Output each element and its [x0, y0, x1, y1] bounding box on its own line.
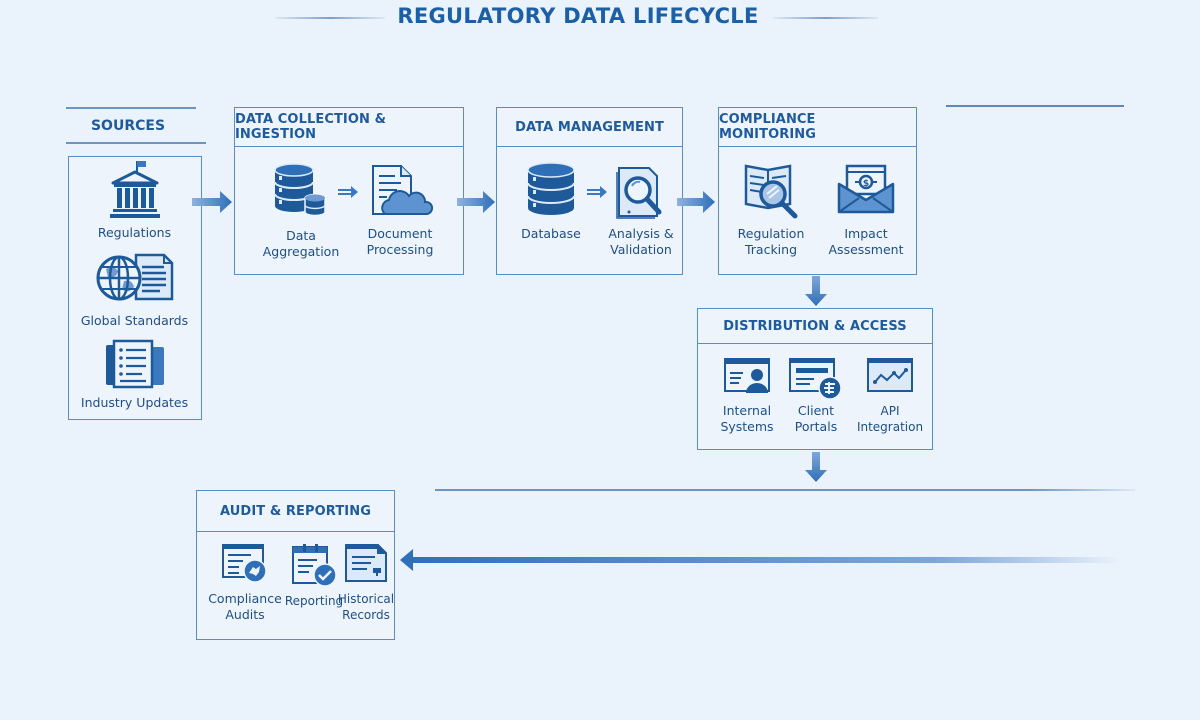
- flow-arrow-left: [400, 549, 1120, 571]
- item-label: Database: [521, 226, 581, 241]
- book-magnifier-icon: [744, 164, 798, 219]
- audit-reporting[interactable]: Reporting: [279, 543, 349, 609]
- distribution-title: DISTRIBUTION & ACCESS: [698, 309, 932, 344]
- flow-arrow-down: [805, 452, 827, 482]
- window-portal-icon: [789, 358, 842, 400]
- divider-line: [435, 489, 1135, 491]
- divider-line: [946, 105, 1124, 107]
- flow-arrow-right: [192, 191, 234, 213]
- item-label: Analysis &Validation: [608, 226, 674, 257]
- source-regulations[interactable]: Regulations: [69, 157, 200, 241]
- sources-bottom-rule: [66, 142, 206, 144]
- flow-arrow-down: [805, 276, 827, 306]
- item-label: Industry Updates: [80, 395, 189, 410]
- window-chart-icon: [867, 358, 913, 392]
- inner-arrow-icon: [338, 184, 360, 203]
- globe-document-icon: [96, 253, 173, 301]
- title-rule-left: [275, 17, 385, 19]
- database-icon: [527, 162, 575, 215]
- flow-arrow-right: [677, 191, 717, 213]
- sources-top-rule: [66, 107, 196, 109]
- source-global-standards[interactable]: Global Standards: [69, 251, 200, 329]
- collection-title: DATA COLLECTION & INGESTION: [235, 108, 463, 147]
- item-label: Reporting: [284, 594, 344, 608]
- item-label: Global Standards: [80, 313, 189, 328]
- item-label: Data Aggregation: [262, 228, 340, 259]
- sources-panel: Regulations Global Standards: [68, 156, 202, 420]
- monitoring-title: COMPLIANCE MONITORING: [719, 108, 916, 147]
- management-title: DATA MANAGEMENT: [497, 108, 682, 147]
- document-magnifier-icon: [616, 167, 662, 219]
- management-database[interactable]: Database: [501, 162, 601, 242]
- audit-title: AUDIT & REPORTING: [197, 491, 394, 532]
- inner-arrow-icon: [587, 184, 609, 203]
- collection-data-aggregation[interactable]: Data Aggregation: [247, 162, 355, 260]
- svg-text:$: $: [863, 179, 869, 189]
- management-panel: DATA MANAGEMENT Database Analysis &Valid…: [496, 107, 683, 275]
- item-label: Regulations: [97, 225, 172, 240]
- title-rule-right: [773, 17, 878, 19]
- document-stack-icon: [105, 339, 164, 389]
- government-building-icon: [109, 161, 160, 218]
- clipboard-check-icon: [292, 544, 337, 587]
- source-industry-updates[interactable]: Industry Updates: [69, 339, 200, 411]
- envelope-dollar-icon: $: [837, 164, 895, 214]
- sources-title: SOURCES: [90, 118, 166, 134]
- management-analysis-validation[interactable]: Analysis &Validation: [601, 162, 681, 258]
- flow-arrow-right: [457, 191, 497, 213]
- page-title: REGULATORY DATA LIFECYCLE: [397, 4, 759, 28]
- collection-panel: DATA COLLECTION & INGESTION Data Aggrega…: [234, 107, 464, 275]
- window-user-icon: [724, 358, 770, 393]
- document-cloud-icon: [372, 165, 433, 215]
- window-badge-icon: [222, 544, 267, 583]
- database-stack-icon: [274, 163, 326, 217]
- document-archive-icon: [345, 544, 387, 582]
